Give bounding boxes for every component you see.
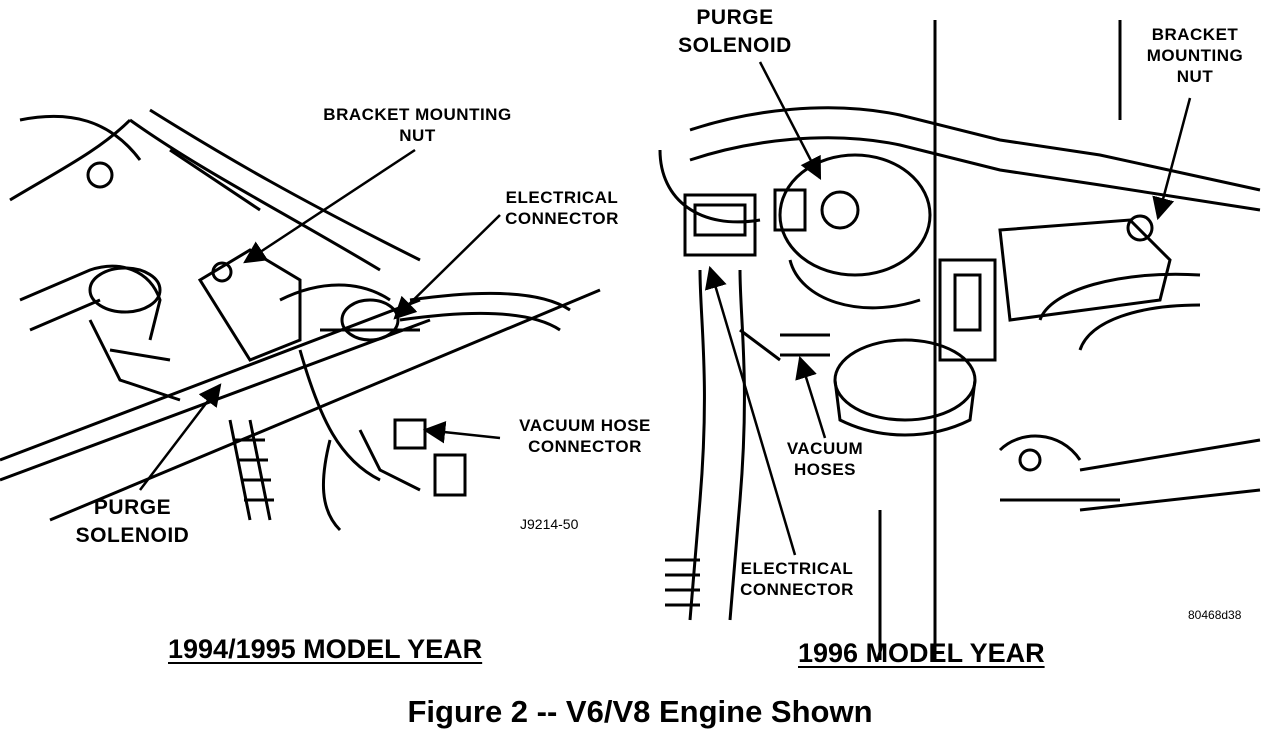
right-purge-solenoid-label: PURGE SOLENOID [678,6,792,57]
left-purge-solenoid-label: PURGE SOLENOID [75,496,190,547]
figure-title: Figure 2 -- V6/V8 Engine Shown [407,694,873,729]
right-vacuum-hoses-label: VACUUM HOSES [786,439,864,479]
right-figure-code: 80468d38 [1188,608,1242,622]
left-panel-caption: 1994/1995 MODEL YEAR [168,634,483,664]
left-bracket-mounting-nut-label: BRACKET MOUNTING NUT [323,105,512,145]
right-panel-caption: 1996 MODEL YEAR [798,638,1045,668]
left-leader-lines [139,148,501,491]
left-figure-code: J9214-50 [520,516,579,532]
left-engine-illustration [0,108,601,532]
right-leader-lines [704,61,1192,556]
right-bracket-mounting-nut-label: BRACKET MOUNTING NUT [1146,25,1244,86]
right-engine-illustration [658,20,1261,660]
right-electrical-connector-label: ELECTRICAL CONNECTOR [740,559,854,599]
left-electrical-connector-label: ELECTRICAL CONNECTOR [505,188,619,228]
left-vacuum-hose-connector-label: VACUUM HOSE CONNECTOR [519,416,651,456]
